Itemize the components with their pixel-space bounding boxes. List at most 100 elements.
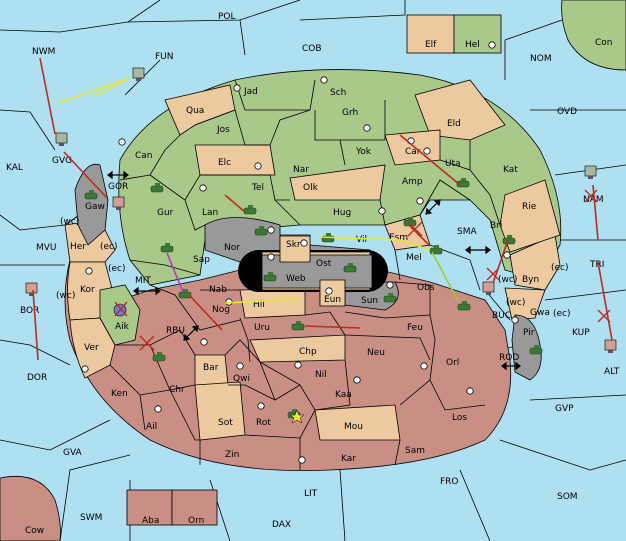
province-con[interactable] xyxy=(561,0,626,71)
fleet-unit xyxy=(25,282,38,296)
label-Byn: Byn xyxy=(522,275,539,285)
label-POL: POL xyxy=(218,12,236,22)
label-Uta: Uta xyxy=(445,159,461,169)
label-Ost: Ost xyxy=(316,259,332,269)
label-Kaa: Kaa xyxy=(335,390,352,400)
province-eld[interactable] xyxy=(414,79,506,141)
label-Nog: Nog xyxy=(212,305,230,315)
label-BUC: BUC xyxy=(492,311,511,321)
label-Chr: Chr xyxy=(169,385,185,395)
fleet-unit xyxy=(482,281,495,295)
label-DOR: DOR xyxy=(27,373,47,383)
army-unit xyxy=(178,289,192,299)
label-Gwa: Gwa xyxy=(530,308,550,318)
label-Los: Los xyxy=(452,413,467,423)
label-Zin: Zin xyxy=(225,450,239,460)
army-unit xyxy=(457,301,471,311)
province-gwa[interactable] xyxy=(504,287,546,321)
army-unit xyxy=(456,178,470,188)
label-Ail: Ail xyxy=(146,422,157,432)
label-Jos: Jos xyxy=(216,125,230,135)
label-SWM: SWM xyxy=(80,513,102,523)
label-Skr: Skr xyxy=(286,240,301,250)
province-elc[interactable] xyxy=(194,144,276,176)
province-rie[interactable] xyxy=(499,179,561,253)
label-TRI: TRI xyxy=(589,260,604,270)
army-unit xyxy=(529,345,543,355)
label-Ver: Ver xyxy=(84,343,99,353)
label-Mou: Mou xyxy=(344,422,363,432)
army-unit xyxy=(254,226,268,236)
province-chp[interactable] xyxy=(249,334,346,363)
label-ec-her: (ec) xyxy=(100,242,118,252)
label-Jad: Jad xyxy=(243,87,258,97)
label-Aba: Aba xyxy=(142,516,159,526)
label-Kat: Kat xyxy=(503,165,518,175)
fleet-unit xyxy=(112,196,125,210)
label-LIT: LIT xyxy=(304,489,318,499)
label-GOR: GOR xyxy=(108,182,128,192)
label-wc-bri: (wc) xyxy=(498,275,517,285)
label-Pir: Pir xyxy=(523,328,535,338)
province-borders xyxy=(109,79,501,470)
province-eun-box[interactable] xyxy=(319,279,346,307)
label-Nab: Nab xyxy=(209,285,227,295)
label-GVA: GVA xyxy=(63,448,83,458)
fleet-unit xyxy=(604,339,617,353)
label-Nil: Nil xyxy=(315,370,327,380)
fail-marks xyxy=(114,189,611,351)
orders xyxy=(32,57,613,361)
label-Orn: Orn xyxy=(188,516,204,526)
sea-labels: POL COB FUN NWM NOM OVD KAL MVU BOR DOR … xyxy=(6,12,620,536)
label-Uru: Uru xyxy=(254,323,270,333)
supply-centers xyxy=(81,41,519,464)
label-Bar: Bar xyxy=(203,363,219,373)
label-Con: Con xyxy=(595,38,613,48)
label-SOM: SOM xyxy=(557,492,578,502)
label-Chp: Chp xyxy=(299,347,317,357)
label-Feu: Feu xyxy=(407,323,423,333)
label-Bri: Bri xyxy=(490,221,502,231)
label-Amp: Amp xyxy=(402,177,423,187)
label-BOR: BOR xyxy=(20,306,39,316)
label-ROD: ROD xyxy=(499,353,519,363)
label-GVP: GVP xyxy=(555,404,574,414)
label-Obs: Obs xyxy=(417,283,435,293)
label-MIT: MIT xyxy=(135,276,151,286)
label-GVG: GVG xyxy=(52,156,72,166)
label-Gur: Gur xyxy=(157,208,174,218)
label-Lan: Lan xyxy=(202,208,218,218)
label-ec-gwa: (ec) xyxy=(553,309,571,319)
army-unit xyxy=(84,190,98,200)
label-RBU: RBU xyxy=(166,326,185,336)
label-Esm: Esm xyxy=(389,233,408,243)
label-NWM: NWM xyxy=(32,47,55,57)
label-wc-kor: (wc) xyxy=(56,291,75,301)
label-Sun: Sun xyxy=(361,296,378,306)
army-unit xyxy=(383,293,397,303)
label-Qua: Qua xyxy=(186,106,204,116)
label-Can: Can xyxy=(135,151,153,161)
label-Yok: Yok xyxy=(355,147,372,157)
province-sot[interactable] xyxy=(194,381,246,441)
province-hil[interactable] xyxy=(239,287,306,319)
label-wc-her: (wc) xyxy=(60,217,79,227)
label-KUP: KUP xyxy=(572,328,590,338)
label-ec-kor: (ec) xyxy=(108,264,126,274)
label-DAX: DAX xyxy=(272,520,291,530)
label-Sam: Sam xyxy=(405,446,425,456)
label-Sch: Sch xyxy=(330,88,346,98)
label-Sot: Sot xyxy=(218,418,233,428)
province-ver[interactable] xyxy=(69,317,116,379)
continent-south[interactable] xyxy=(64,259,512,472)
province-orn[interactable] xyxy=(171,489,218,526)
province-gaw[interactable] xyxy=(74,163,109,246)
army-unit xyxy=(291,321,305,331)
label-Aik: Aik xyxy=(115,322,130,332)
army-unit xyxy=(403,217,417,227)
label-wc-gwa: (wc) xyxy=(506,298,525,308)
army-unit xyxy=(160,243,174,253)
label-Neu: Neu xyxy=(367,348,385,358)
label-Nor: Nor xyxy=(224,243,240,253)
